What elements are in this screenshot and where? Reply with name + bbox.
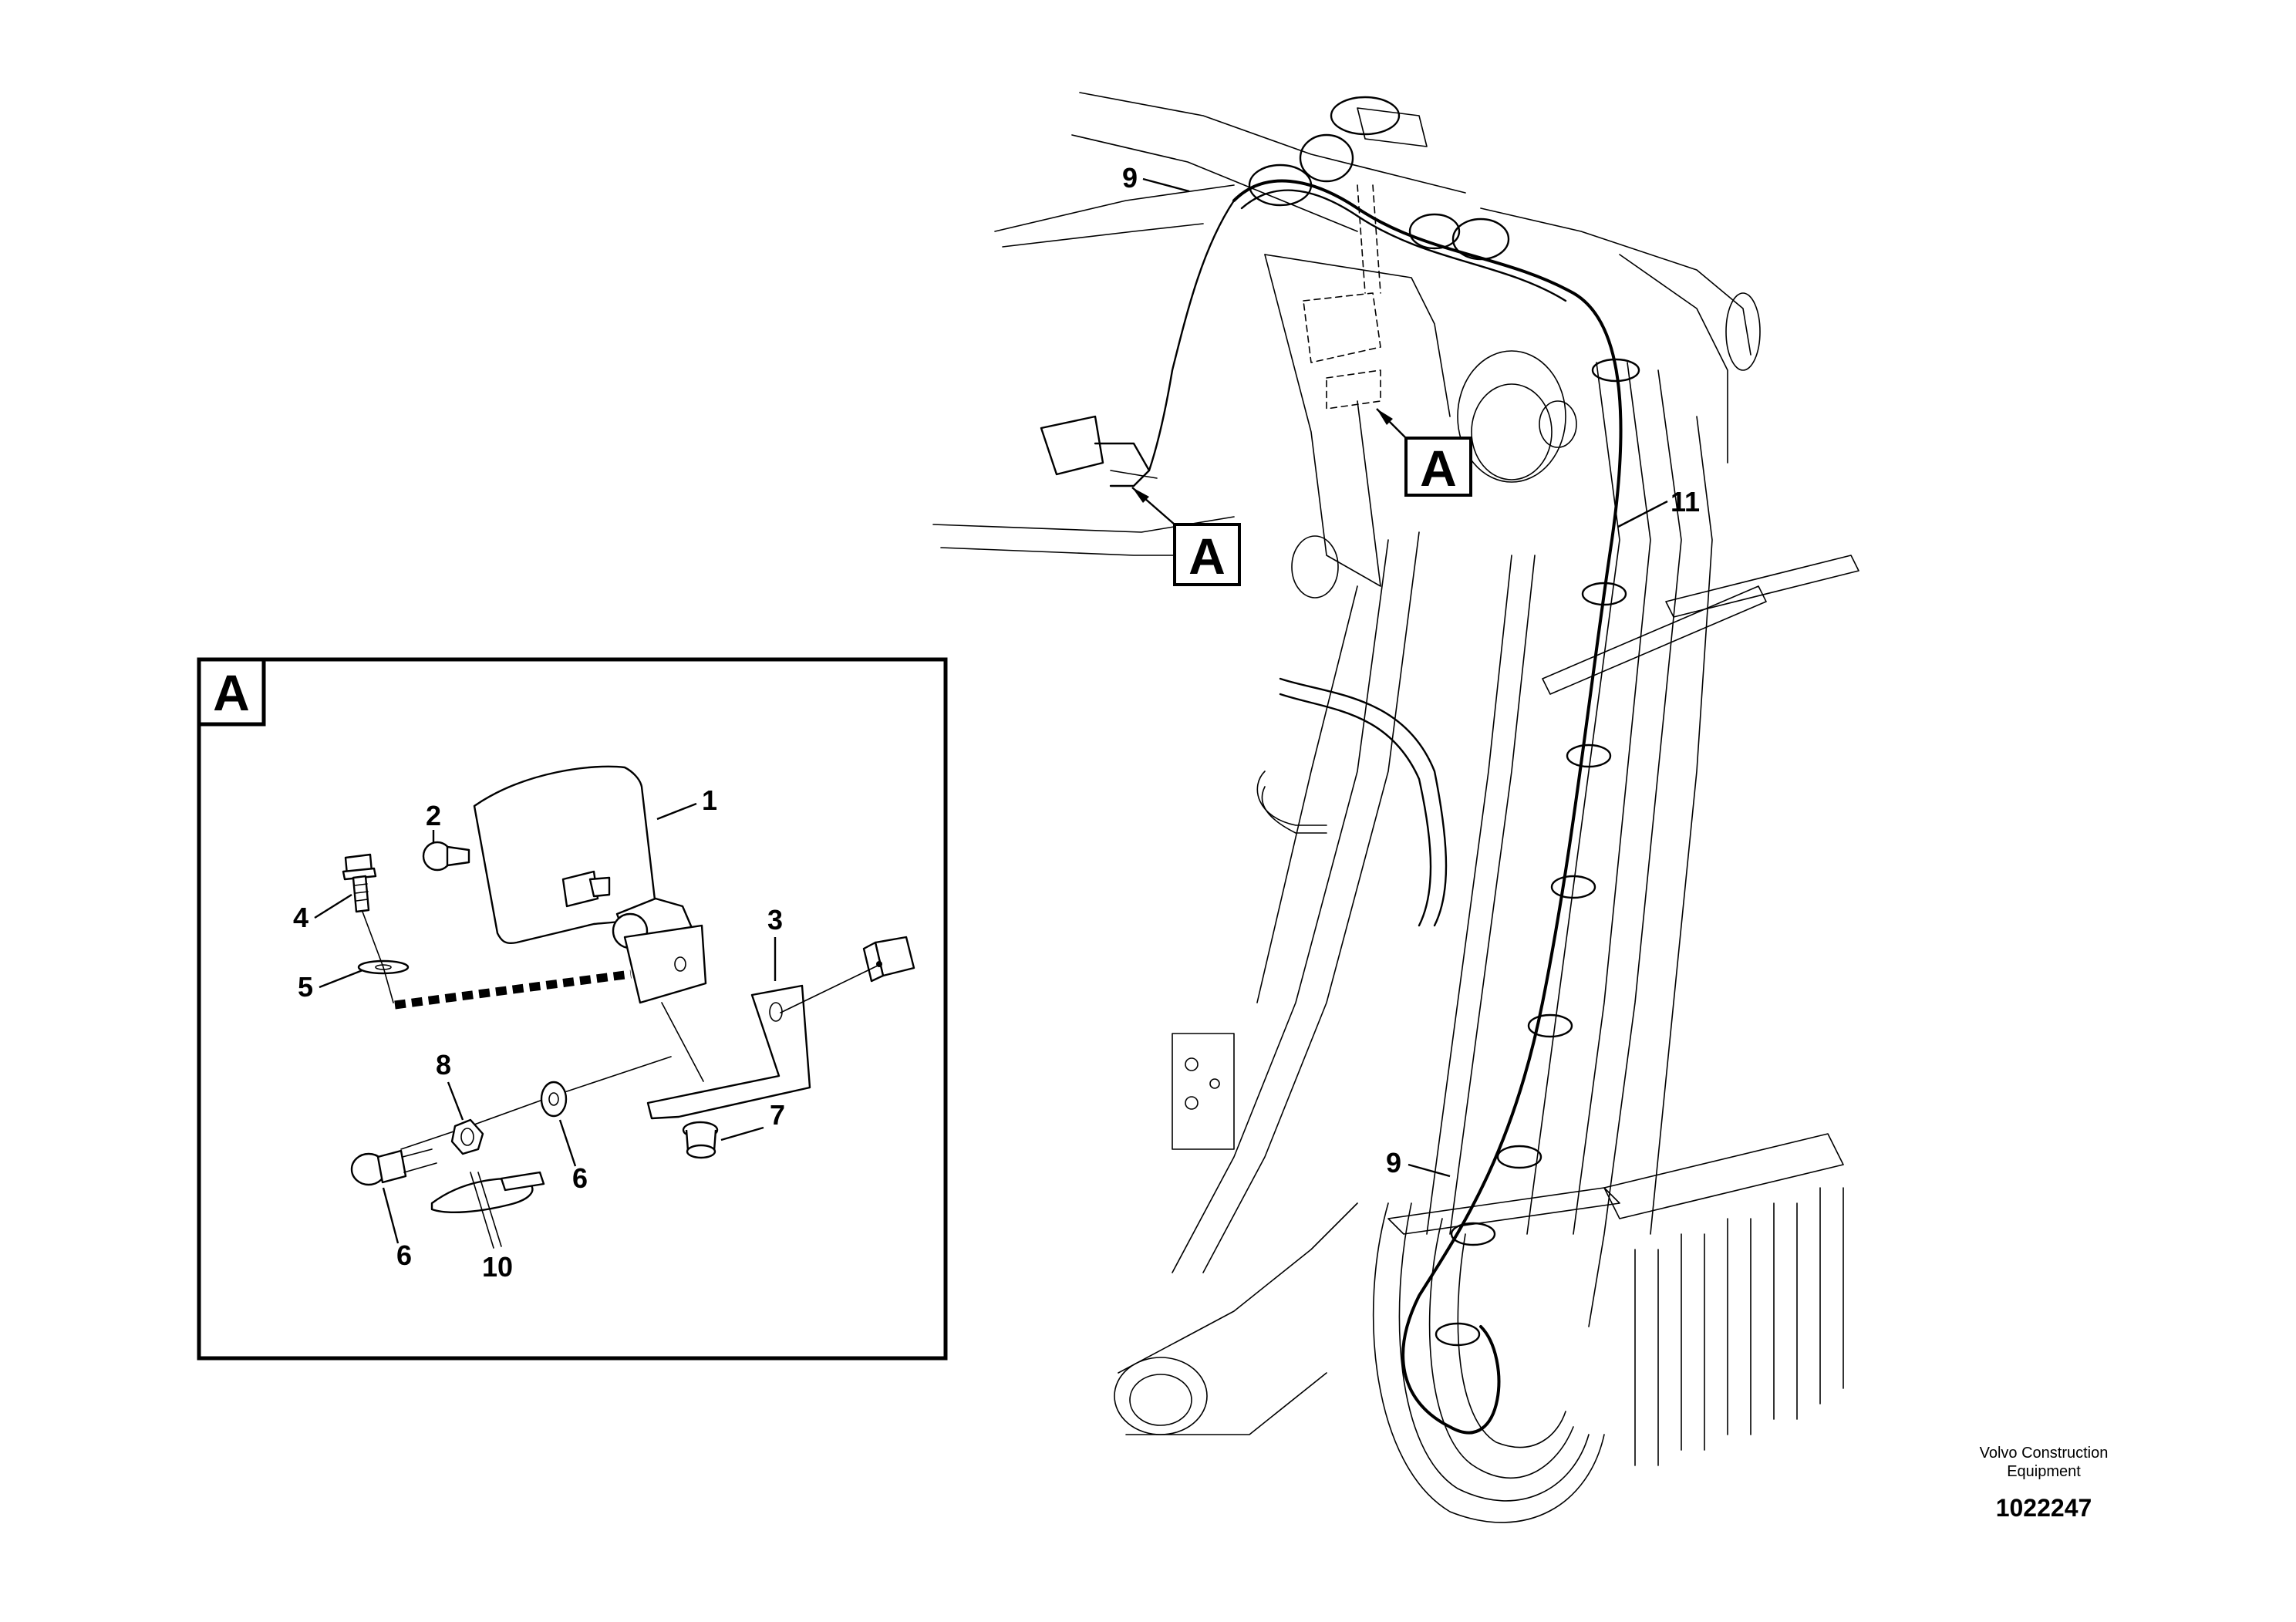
svg-text:8: 8	[436, 1049, 451, 1081]
svg-text:5: 5	[298, 971, 313, 1003]
bracket	[646, 984, 811, 1120]
callout-9-bottom: 9	[1386, 1147, 1451, 1179]
svg-text:7: 7	[770, 1099, 785, 1131]
svg-text:4: 4	[293, 902, 308, 933]
callout-6-lower: 6	[558, 1119, 588, 1194]
callout-8: 8	[436, 1049, 464, 1121]
washer-6-upper	[357, 959, 410, 975]
svg-text:6: 6	[396, 1239, 412, 1271]
section-marker-a-upper: A	[1376, 408, 1472, 497]
square-nut	[862, 936, 915, 983]
bulb	[422, 841, 470, 872]
svg-text:A: A	[1420, 440, 1457, 497]
work-lamp-left	[1040, 415, 1158, 487]
svg-text:6: 6	[572, 1162, 588, 1194]
company-name-line2: Equipment	[2007, 1463, 2081, 1480]
callout-11: 11	[1617, 486, 1700, 528]
svg-text:1: 1	[702, 784, 717, 816]
cable-tie-10	[430, 1171, 545, 1249]
flange-nut-7	[682, 1121, 719, 1159]
boom-structure	[932, 92, 1859, 1523]
work-lamp-right-hidden	[1303, 184, 1381, 410]
bolt-5	[350, 1148, 437, 1186]
lamp-housing	[473, 765, 707, 1004]
svg-text:9: 9	[1122, 162, 1138, 194]
svg-text:3: 3	[767, 904, 783, 936]
callout-6-upper: 5	[298, 969, 363, 1003]
svg-text:10: 10	[482, 1251, 513, 1283]
callout-4: 4	[293, 893, 352, 933]
callout-3: 3	[767, 904, 783, 981]
section-marker-a-lower: A	[1131, 487, 1241, 586]
washer-6-lower	[540, 1081, 568, 1118]
callout-1: 1	[656, 784, 717, 821]
callout-7: 7	[720, 1099, 785, 1141]
callout-5: 6	[382, 1187, 412, 1271]
detail-view-a: A 1 2	[197, 657, 948, 1361]
callout-9-top: 9	[1122, 162, 1190, 194]
svg-text:2: 2	[426, 800, 441, 831]
svg-text:9: 9	[1386, 1147, 1401, 1179]
company-name-line1: Volvo Construction	[1980, 1445, 2109, 1462]
svg-text:A: A	[1188, 528, 1226, 585]
drawing-number: 1022247	[1996, 1494, 2092, 1522]
footer: Volvo Construction Equipment 1022247	[1980, 1445, 2109, 1522]
bolt-4	[342, 853, 377, 913]
clip-8	[450, 1118, 484, 1155]
svg-text:A: A	[213, 664, 250, 721]
callout-2: 2	[426, 800, 441, 842]
cable-harness	[1148, 179, 1640, 1435]
top-cable-ties	[1248, 96, 1510, 261]
svg-text:11: 11	[1671, 486, 1700, 518]
callout-10: 10	[482, 1251, 513, 1283]
